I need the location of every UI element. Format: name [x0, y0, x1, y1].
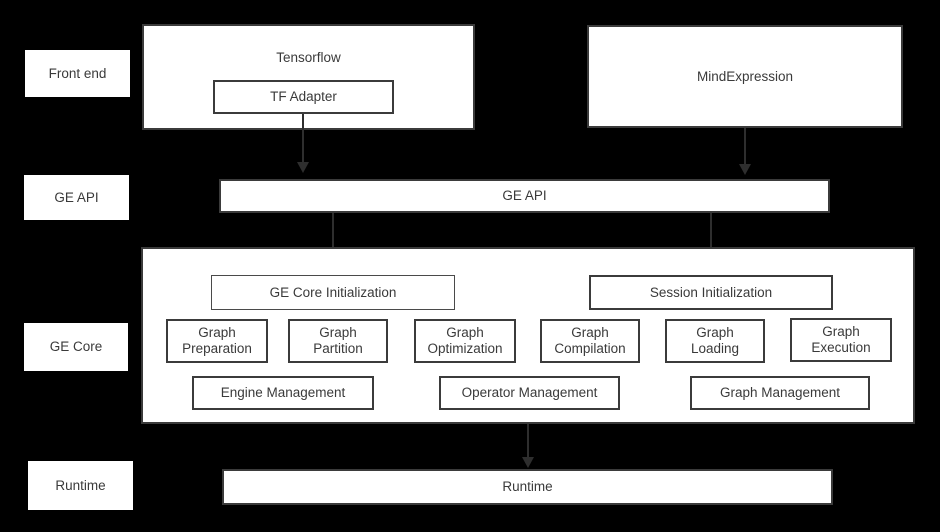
layer-label-text: Front end [48, 65, 107, 81]
tensorflow-label: Tensorflow [276, 50, 341, 65]
manager-label: Graph Management [719, 385, 841, 401]
layer-label-text: Runtime [55, 477, 106, 493]
session-initialization-label: Session Initialization [649, 284, 773, 300]
tf-adapter-box[interactable]: TF Adapter [213, 80, 394, 114]
layer-label-ge-api: GE API [24, 175, 129, 220]
runtime-bar[interactable]: Runtime [222, 469, 833, 505]
ge-api-bar[interactable]: GE API [219, 179, 830, 213]
ge-api-label: GE API [502, 188, 547, 204]
layer-label-text: GE API [54, 189, 99, 205]
mindexpression-label: MindExpression [696, 68, 794, 84]
layer-label-ge-core: GE Core [24, 323, 128, 371]
ge-core-initialization-label: GE Core Initialization [269, 284, 397, 300]
mindexpression-box[interactable]: MindExpression [587, 25, 903, 128]
ge-core-initialization-box[interactable]: GE Core Initialization [211, 275, 455, 310]
manager-label: Operator Management [461, 385, 598, 401]
manager-operator-management[interactable]: Operator Management [439, 376, 620, 410]
session-initialization-box[interactable]: Session Initialization [589, 275, 833, 310]
manager-engine-management[interactable]: Engine Management [192, 376, 374, 410]
layer-label-front-end: Front end [25, 50, 130, 97]
tensorflow-frame[interactable]: Tensorflow [142, 24, 475, 130]
tf-adapter-label: TF Adapter [270, 89, 337, 105]
layer-label-runtime: Runtime [28, 461, 133, 510]
manager-graph-management[interactable]: Graph Management [690, 376, 870, 410]
runtime-label: Runtime [502, 479, 553, 495]
layer-label-text: GE Core [49, 339, 103, 355]
manager-label: Engine Management [220, 385, 346, 401]
